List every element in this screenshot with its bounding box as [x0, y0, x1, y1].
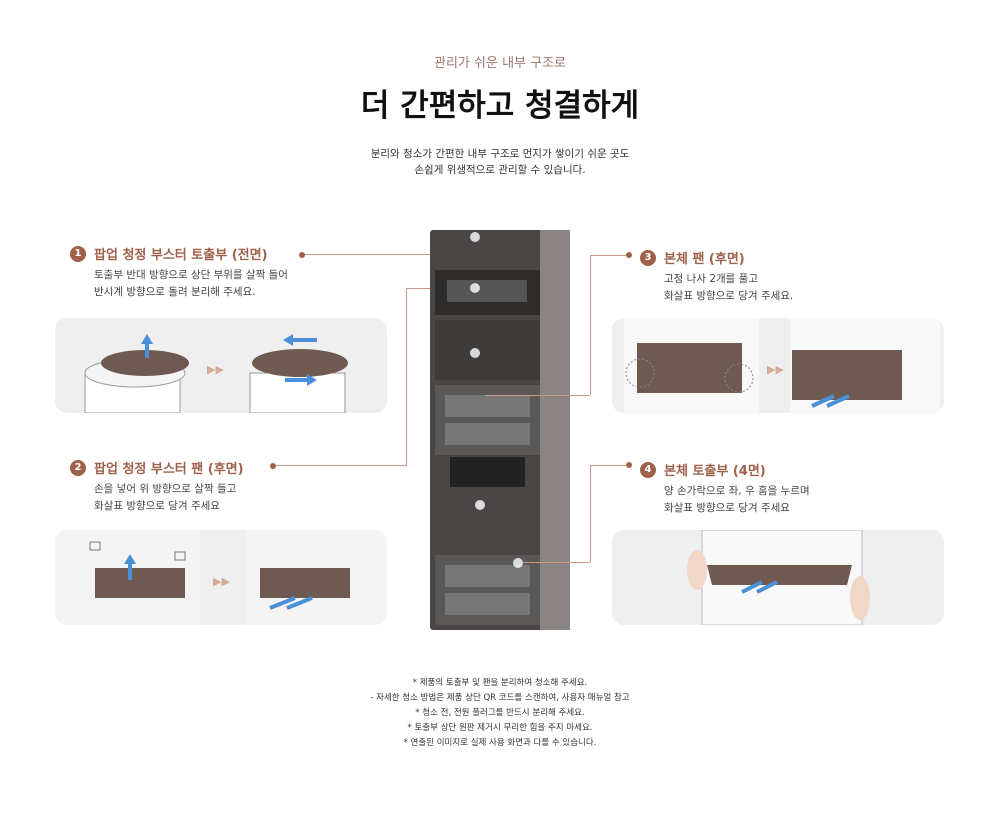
connector-line	[590, 255, 591, 395]
illustration-panel-4	[612, 530, 944, 625]
connector-line	[590, 465, 630, 466]
popup-outlet-illustration: ▶▶	[84, 334, 348, 413]
connector-dot	[270, 463, 276, 469]
section-title: 본체 팬 (후면)	[664, 252, 745, 267]
connector-line	[406, 288, 407, 466]
footnotes: * 제품의 토출부 및 팬을 분리하여 청소해 주세요. - 자세한 청소 방법…	[0, 676, 1000, 751]
svg-text:▶▶: ▶▶	[207, 363, 224, 376]
section-desc: 손을 넣어 위 방향으로 살짝 들고	[94, 483, 237, 495]
connector-line	[276, 465, 406, 466]
eyebrow: 관리가 쉬운 내부 구조로	[434, 56, 566, 71]
illustration-panel-3: ▶▶	[612, 318, 944, 413]
footnote: * 토출부 상단 원판 제거시 무리한 힘을 주지 마세요.	[407, 723, 593, 733]
footnote: - 자세한 청소 방법은 제품 상단 QR 코드를 스캔하여, 사용자 매뉴얼 …	[370, 693, 630, 703]
section-desc: 토출부 반대 방향으로 상단 부위를 살짝 들어	[94, 269, 288, 281]
footnote: * 연출된 이미지로 실제 사용 화면과 다를 수 있습니다.	[403, 738, 597, 748]
illustration-panel-1: ▶▶	[55, 318, 387, 413]
svg-text:▶▶: ▶▶	[213, 575, 230, 588]
main-fan-illustration: ▶▶	[624, 318, 940, 413]
section-desc: 화살표 방향으로 당겨 주세요	[94, 500, 220, 512]
svg-text:▶▶: ▶▶	[767, 363, 784, 376]
section-title: 팝업 청정 부스터 팬 (후면)	[94, 462, 244, 477]
connector-line	[485, 395, 590, 396]
desc-line: 분리와 청소가 간편한 내부 구조로 먼지가 쌓이기 쉬운 곳도	[370, 148, 630, 160]
section-desc: 양 손가락으로 좌, 우 홈을 누르며	[664, 485, 810, 497]
booster-fan-illustration: ▶▶	[55, 530, 387, 625]
section-desc: 반시계 방향으로 돌려 분리해 주세요.	[94, 286, 256, 298]
footnote: * 제품의 토출부 및 팬을 분리하여 청소해 주세요.	[412, 678, 588, 688]
main-outlet-illustration	[687, 530, 870, 625]
desc-line: 손쉽게 위생적으로 관리할 수 있습니다.	[414, 164, 586, 176]
connector-dot	[626, 462, 632, 468]
section-1: 1 팝업 청정 부스터 토출부 (전면) 토출부 반대 방향으로 상단 부위를 살…	[70, 244, 288, 301]
footnote: * 청소 전, 전원 플러그를 반드시 분리해 주세요.	[415, 708, 585, 718]
connector-dot	[626, 252, 632, 258]
product-illustration	[430, 230, 570, 630]
connector-line	[522, 562, 590, 563]
section-title: 본체 토출부 (4면)	[664, 464, 766, 479]
section-desc: 고정 나사 2개를 풀고	[664, 273, 758, 285]
connector-line	[305, 254, 475, 255]
section-desc: 화살표 방향으로 당겨 주세요.	[664, 290, 794, 302]
illustration-panel-2: ▶▶	[55, 530, 387, 625]
section-desc: 화살표 방향으로 당겨 주세요	[664, 502, 790, 514]
connector-dot	[299, 252, 305, 258]
section-title: 팝업 청정 부스터 토출부 (전면)	[94, 248, 268, 263]
step-number: 3	[640, 249, 656, 266]
page-title: 더 간편하고 청결하게	[360, 88, 640, 124]
page-description: 분리와 청소가 간편한 내부 구조로 먼지가 쌓이기 쉬운 곳도 손쉽게 위생적…	[0, 146, 1000, 178]
connector-line	[590, 465, 591, 562]
connector-line	[590, 255, 630, 256]
step-number: 1	[70, 245, 86, 262]
step-number: 4	[640, 461, 656, 478]
step-number: 2	[70, 459, 86, 476]
